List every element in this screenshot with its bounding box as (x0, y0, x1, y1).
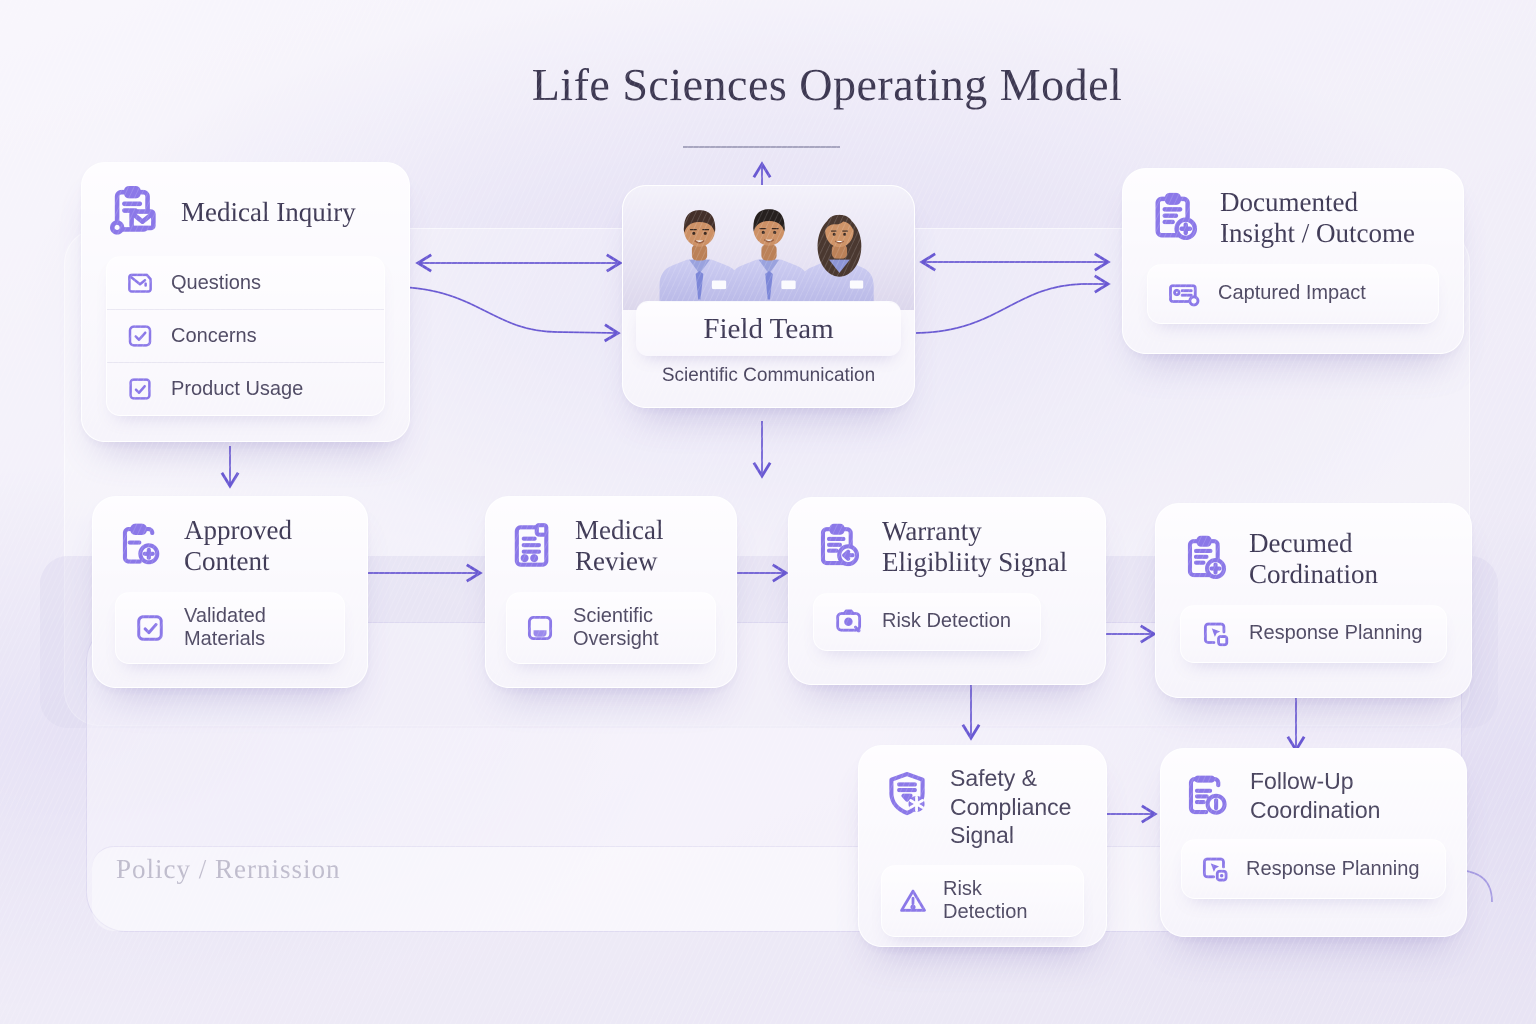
list-item-risk-detection: Risk Detection (814, 594, 1040, 650)
list-item-response-planning: Response Planning (1181, 606, 1446, 662)
list-item-validated-materials: Validated Materials (116, 593, 344, 663)
node-title: Decumed Cordination (1249, 528, 1378, 589)
id-card-icon (1166, 276, 1202, 312)
node-warranty-eligibility-signal: Warranty Eligibliity Signal Risk Detecti… (788, 497, 1106, 685)
followup-item-list: Response Planning (1181, 839, 1446, 900)
review-item-list: Scientific Oversight (506, 591, 716, 664)
image-pointer-icon (1198, 852, 1232, 886)
documented-item-list: Captured Impact (1147, 263, 1439, 324)
node-title: Follow-Up Coordination (1250, 768, 1381, 823)
page-title: Life Sciences Operating Model (531, 59, 1123, 110)
mail-icon (125, 268, 155, 298)
list-item-product-usage: Product Usage (107, 362, 384, 415)
node-approved-content: Approved Content Validated Materials (92, 496, 368, 688)
list-item-label: Scientific Oversight (573, 604, 659, 650)
safety-item-list: Risk Detection (881, 864, 1084, 937)
check-square-icon (132, 610, 168, 646)
policy-permission-label: Policy / Rernission (116, 854, 341, 884)
list-item-label: Response Planning (1249, 622, 1423, 645)
list-item-risk-detection: Risk Detection (882, 866, 1083, 936)
node-followup-coordination: Follow-Up Coordination Response Planning (1160, 748, 1467, 937)
shield-badge-icon (881, 768, 933, 820)
node-field-team: Field Team Scientific Communication (622, 185, 915, 408)
list-item-label: Captured Impact (1218, 282, 1366, 305)
camera-search-icon (832, 605, 866, 639)
node-title: Approved Content (184, 515, 292, 576)
clipboard-plus-icon (115, 520, 167, 572)
clipboard-mail-icon (106, 183, 164, 241)
team-photo (659, 209, 874, 310)
list-item-captured-impact: Captured Impact (1148, 265, 1438, 323)
clipboard-info-icon (1181, 770, 1233, 822)
list-item-label: Concerns (171, 324, 257, 347)
field-team-title: Field Team (636, 302, 901, 356)
list-item-label: Validated Materials (184, 604, 266, 650)
list-item-concerns: Concerns (107, 309, 384, 362)
book-icon (523, 611, 557, 645)
node-title: Medical Review (575, 515, 664, 576)
warning-triangle-icon (897, 885, 929, 917)
approved-item-list: Validated Materials (115, 591, 345, 664)
check-square-icon (125, 321, 155, 351)
clipboard-plus-icon (1180, 533, 1232, 585)
field-team-illustration (623, 186, 914, 310)
node-title: Documented Insight / Outcome (1220, 187, 1415, 248)
node-medical-review: Medical Review Scientific Oversight (485, 496, 737, 688)
document-icon (506, 520, 558, 572)
clipboard-plus-icon (1147, 190, 1203, 246)
frame-pointer-icon (1199, 617, 1233, 651)
decumed-item-list: Response Planning (1180, 604, 1447, 663)
list-item-label: Questions (171, 271, 262, 294)
list-item-label: Response Planning (1246, 857, 1420, 880)
field-team-subtitle: Scientific Communication (661, 365, 876, 386)
node-title: Medical Inquiry (181, 196, 356, 227)
list-item-label: Product Usage (171, 377, 304, 400)
node-documented-coordination: Decumed Cordination Response Planning (1155, 503, 1472, 698)
inquiry-item-list: Questions Concerns Produ (106, 256, 385, 416)
clipboard-clock-icon (813, 521, 865, 573)
node-title: Warranty Eligibliity Signal (882, 516, 1068, 577)
list-item-scientific-oversight: Scientific Oversight (507, 593, 715, 663)
list-item-label: Risk Detection (882, 610, 1011, 633)
node-documented-insight: Documented Insight / Outcome Captured Im… (1122, 168, 1464, 354)
node-safety-compliance-signal: Safety & Compliance Signal Risk Detectio… (858, 745, 1107, 947)
check-square-icon (125, 374, 155, 404)
node-title: Safety & Compliance Signal (950, 765, 1072, 849)
list-item-response-planning: Response Planning (1182, 840, 1445, 898)
list-item-label: Risk Detection (943, 877, 1028, 923)
node-medical-inquiry: Medical Inquiry Questions (81, 162, 410, 442)
list-item-questions: Questions (107, 257, 384, 309)
warranty-item-list: Risk Detection (813, 592, 1041, 651)
